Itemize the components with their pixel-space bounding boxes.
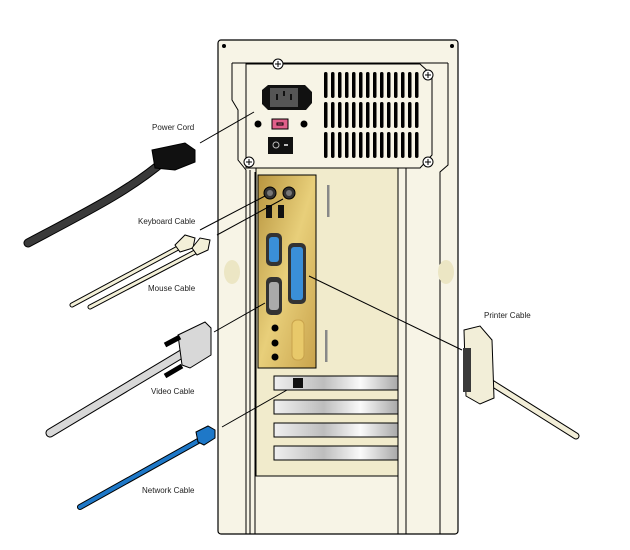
label-network-cable: Network Cable [142,486,195,495]
leader-lines [199,111,463,428]
vent-slot [338,102,342,128]
usb-port[interactable] [278,205,284,218]
label-video-cable: Video Cable [151,387,195,396]
screw-icon [422,69,434,81]
printer-cable [463,325,580,440]
ps2-keyboard-port[interactable] [263,186,277,200]
vent-slot [408,102,412,128]
vent-slot [380,132,384,158]
computer-tower [217,39,459,535]
network-card-slot [273,375,399,391]
psu-hole [300,120,308,128]
psu-hole [254,120,262,128]
leader-network [221,389,288,428]
vent-slot [366,132,370,158]
vent-slot [331,132,335,158]
vent-slot [345,102,349,128]
vent-slot [352,132,356,158]
game-port-cover [291,319,305,361]
vent-slot [415,132,419,158]
power-cord [23,142,196,248]
vent-slot [359,72,363,98]
vent-slot [394,72,398,98]
vent-slot [380,102,384,128]
expansion-slot-cover [273,422,399,438]
vent-grille [324,72,419,158]
case-foot [438,260,454,284]
card-guide [327,185,330,217]
audio-jack[interactable] [271,324,279,332]
leader-printer [308,275,463,351]
vent-slot [415,102,419,128]
vent-slot [366,72,370,98]
leader-mouse [216,198,284,236]
vent-slot [359,132,363,158]
parallel-port[interactable] [288,243,306,304]
usb-port[interactable] [266,205,272,218]
expansion-slots [273,375,399,461]
vent-slot [408,132,412,158]
vent-slot [387,102,391,128]
vent-slot [394,132,398,158]
fuse-icon [271,118,289,130]
card-guide [325,330,328,362]
vent-slot [373,72,377,98]
audio-jack[interactable] [271,339,279,347]
network-cable [77,425,216,510]
case-frame [231,62,449,534]
vent-slot [338,72,342,98]
vent-slot [331,72,335,98]
vga-port[interactable] [266,277,282,315]
power-supply [243,58,434,169]
power-switch[interactable] [268,137,293,154]
label-printer-cable: Printer Cable [484,311,531,320]
serial-port[interactable] [266,233,282,266]
video-cable [45,321,212,438]
vent-slot [324,72,328,98]
screw-icon [272,58,284,70]
vent-slot [373,132,377,158]
leader-video [213,302,266,333]
vent-slot [387,132,391,158]
vent-slot [373,102,377,128]
vent-slot [338,132,342,158]
vent-slot [394,102,398,128]
mouse-keyboard-cables [69,234,211,310]
vent-slot [401,102,405,128]
vent-slot [352,72,356,98]
vent-slot [324,102,328,128]
vent-slot [408,72,412,98]
vent-slot [387,72,391,98]
screw-icon [243,156,255,168]
case-rails [249,168,407,534]
vent-slot [415,72,419,98]
leader-power [199,111,255,144]
vent-slot [380,72,384,98]
vent-slot [345,132,349,158]
vent-slot [401,132,405,158]
vent-slot [401,72,405,98]
case-rivet [222,44,226,48]
vent-slot [331,102,335,128]
label-mouse-cable: Mouse Cable [148,284,196,293]
vent-slot [366,102,370,128]
audio-jack[interactable] [271,353,279,361]
case-foot [224,260,240,284]
case-rivet [450,44,454,48]
ps2-mouse-port[interactable] [282,186,296,200]
leader-keyboard [199,195,266,231]
vent-slot [359,102,363,128]
vent-slot [352,102,356,128]
label-power-cord: Power Cord [152,123,194,132]
ethernet-port[interactable] [293,378,303,388]
label-keyboard-cable: Keyboard Cable [138,217,196,226]
expansion-slot-cover [273,399,399,415]
vent-slot [324,132,328,158]
expansion-slot-cover [273,445,399,461]
power-socket [262,85,312,110]
screw-icon [422,156,434,168]
vent-slot [345,72,349,98]
io-plate [257,174,317,369]
